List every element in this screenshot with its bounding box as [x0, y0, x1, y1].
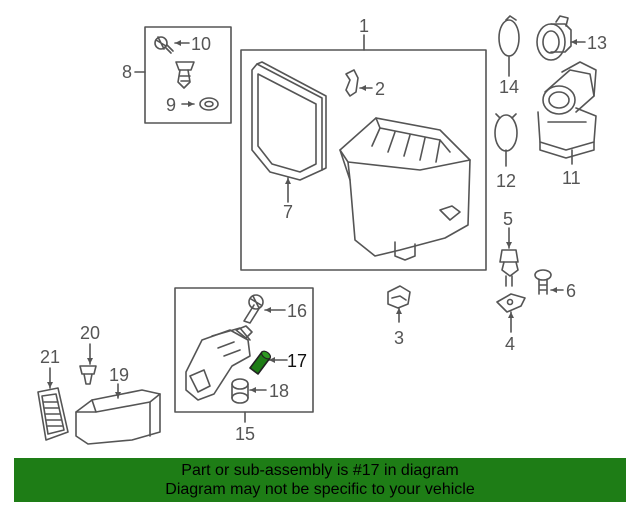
clip-part[interactable] [175, 61, 195, 89]
callout-14: 14 [499, 77, 519, 97]
callout-11: 11 [562, 168, 581, 188]
callout-7: 7 [283, 202, 293, 222]
callout-10: 10 [191, 34, 211, 54]
callout-21: 21 [40, 347, 60, 367]
banner-line-1: Part or sub-assembly is #17 in diagram [181, 462, 459, 479]
bolt-part-16[interactable] [243, 294, 264, 324]
hose-part-17[interactable] [249, 350, 272, 375]
callout-2: 2 [375, 79, 385, 99]
air-box-part-1[interactable] [339, 117, 471, 261]
parts-diagram: 1 2 3 4 5 6 7 8 9 10 11 12 13 14 15 16 1… [37, 15, 607, 445]
info-banner: Part or sub-assembly is #17 in diagram D… [14, 458, 626, 502]
duct-part-19[interactable] [75, 389, 161, 445]
callout-5: 5 [503, 209, 513, 229]
callout-19: 19 [109, 365, 129, 385]
bracket-part-4[interactable] [496, 293, 526, 313]
group-box-8 [144, 26, 232, 124]
callout-18: 18 [269, 381, 289, 401]
arrowheads [47, 39, 577, 398]
group-box-15 [174, 287, 314, 413]
callout-9: 9 [166, 95, 176, 115]
bolt-part-5[interactable] [499, 249, 519, 287]
group-box-1 [240, 49, 487, 271]
banner-line-2: Diagram may not be specific to your vehi… [165, 481, 475, 498]
clamp-part-14[interactable] [498, 15, 520, 57]
callout-16: 16 [287, 301, 307, 321]
intake-duct-part-11[interactable] [537, 61, 597, 159]
callout-4: 4 [505, 334, 515, 354]
callout-15: 15 [235, 424, 255, 444]
callout-3: 3 [394, 328, 404, 348]
mount-part-3[interactable] [387, 285, 411, 309]
filter-element-part-7[interactable] [251, 61, 327, 181]
grommet-part-9[interactable] [199, 97, 219, 111]
callout-8: 8 [122, 62, 132, 82]
callout-20: 20 [80, 323, 100, 343]
clamp-part-12[interactable] [494, 113, 518, 152]
callout-17: 17 [287, 351, 307, 371]
callout-6: 6 [566, 281, 576, 301]
callout-13: 13 [587, 33, 607, 53]
grille-part-21[interactable] [37, 387, 69, 441]
sensor-part-13[interactable] [536, 15, 572, 61]
callout-1: 1 [359, 16, 369, 36]
bolt-part-10[interactable] [154, 36, 174, 54]
bracket-part-2[interactable] [345, 69, 359, 97]
rubber-mount-part-18[interactable] [231, 378, 249, 404]
resonator-tube-part-15[interactable] [185, 325, 253, 401]
callout-12: 12 [496, 171, 516, 191]
screw-part-6[interactable] [534, 269, 552, 295]
screw-part-20[interactable] [79, 365, 97, 385]
